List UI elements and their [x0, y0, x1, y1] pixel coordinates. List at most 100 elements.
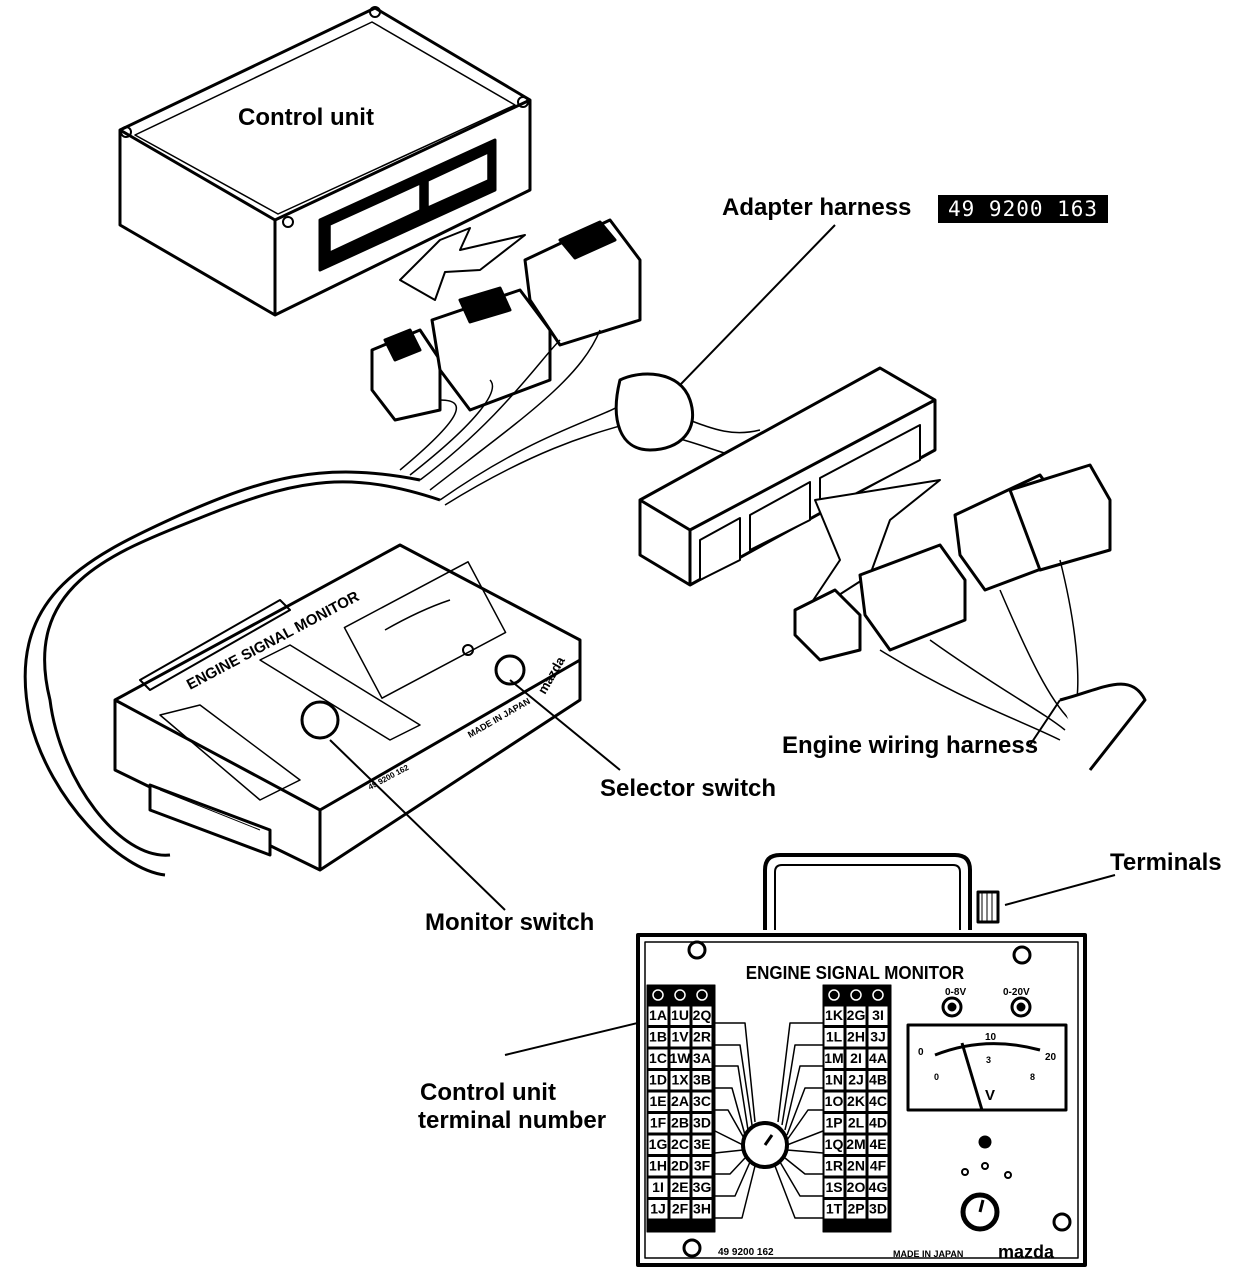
terminal-number: 1L [826, 1029, 843, 1045]
panel-made-in: MADE IN JAPAN [893, 1249, 963, 1259]
range-low-label: 0-8V [945, 987, 966, 998]
terminal-cell [670, 1178, 690, 1197]
terminal-cell [824, 1178, 844, 1197]
terminal-cell [670, 1006, 690, 1025]
terminal-cell [868, 1092, 888, 1111]
terminal-cell [692, 1028, 712, 1047]
meter-scale-20: 20 [1045, 1052, 1057, 1063]
terminal-number: 4A [869, 1050, 887, 1066]
terminal-number: 3G [693, 1179, 712, 1195]
adapter-harness-label: Adapter harness [722, 194, 912, 221]
terminal-cell [868, 1178, 888, 1197]
terminal-number: 1S [825, 1179, 842, 1195]
terminal-cell [846, 1135, 866, 1154]
meter-inner-8: 8 [1030, 1072, 1035, 1082]
panel-brand-logo: mazda [998, 1242, 1055, 1262]
terminal-cell [824, 1049, 844, 1068]
terminal-number: 2Q [693, 1007, 712, 1023]
terminal-cell [692, 1092, 712, 1111]
terminal-number-label-line2: terminal number [418, 1107, 607, 1134]
terminal-cell [824, 1114, 844, 1133]
terminal-number: 2P [847, 1201, 864, 1217]
terminal-cell [648, 1092, 668, 1111]
meter-inner-3: 3 [986, 1055, 991, 1065]
terminal-cell [692, 1157, 712, 1176]
terminal-number: 1U [671, 1007, 689, 1023]
terminal-cell [824, 1092, 844, 1111]
terminal-number-label-line1: Control unit [420, 1079, 556, 1106]
selector-switch-label: Selector switch [600, 775, 777, 802]
terminal-number: 3D [869, 1201, 887, 1217]
terminal-cell [670, 1114, 690, 1133]
terminal-number: 2D [671, 1158, 689, 1174]
terminal-number: 1F [650, 1115, 667, 1131]
terminal-cell [670, 1135, 690, 1154]
terminal-number: 2E [671, 1179, 688, 1195]
terminal-cell [824, 1028, 844, 1047]
terminal-cell [868, 1114, 888, 1133]
terminal-cell [670, 1157, 690, 1176]
terminal-number: 3C [693, 1093, 711, 1109]
terminal-number: 4C [869, 1093, 887, 1109]
terminal-cell [648, 1114, 668, 1133]
terminal-number: 1O [825, 1093, 844, 1109]
terminal-number: 1A [649, 1007, 667, 1023]
insert-arrow [399, 227, 526, 301]
terminal-number: 1N [825, 1072, 843, 1088]
terminal-cell [692, 1006, 712, 1025]
terminal-cell [868, 1049, 888, 1068]
terminal-cell [648, 1049, 668, 1068]
terminals-label: Terminals [1110, 849, 1222, 876]
terminal-cell [846, 1157, 866, 1176]
terminal-cell [846, 1114, 866, 1133]
terminal-number: 3J [870, 1029, 886, 1045]
meter-unit: V [985, 1087, 995, 1104]
terminal-number: 2B [671, 1115, 689, 1131]
terminal-number: 4E [869, 1136, 886, 1152]
meter-scale-0: 0 [918, 1047, 924, 1058]
terminal-cell [648, 1028, 668, 1047]
terminal-number: 1W [670, 1050, 692, 1066]
monitor-switch-label: Monitor switch [425, 909, 595, 936]
harness-sleeve [614, 372, 695, 452]
terminal-number: 1D [649, 1072, 667, 1088]
engine-harness-connectors [793, 463, 1147, 771]
terminal-number: 2N [847, 1158, 865, 1174]
column-header-icon [674, 989, 686, 1001]
terminal-number: 1H [649, 1158, 667, 1174]
terminal-number: 2J [848, 1072, 864, 1088]
column-header-icon [850, 989, 862, 1001]
terminal-cell [648, 1200, 668, 1219]
terminal-number: 3H [693, 1201, 711, 1217]
monitor-cable [43, 480, 441, 857]
iso-monitor-box [113, 543, 582, 872]
terminal-number: 1G [649, 1136, 668, 1152]
control-unit-label: Control unit [238, 104, 374, 131]
terminal-cell [692, 1200, 712, 1219]
terminal-cell [648, 1135, 668, 1154]
terminal-number: 3F [694, 1158, 711, 1174]
leader-lines [329, 224, 1116, 1056]
panel-part-number: 49 9200 162 [718, 1247, 774, 1258]
terminal-number: 1X [671, 1072, 689, 1088]
control-unit-box [118, 6, 532, 317]
terminal-cell [846, 1006, 866, 1025]
front-monitor-title: ENGINE SIGNAL MONITOR [746, 962, 964, 983]
terminal-number: 1B [649, 1029, 667, 1045]
terminal-cell [824, 1006, 844, 1025]
terminal-cell [670, 1200, 690, 1219]
terminal-cell [648, 1157, 668, 1176]
terminal-number: 1P [825, 1115, 842, 1131]
terminal-number: 2H [847, 1029, 865, 1045]
terminal-cell [648, 1071, 668, 1090]
terminal-number: 2M [846, 1136, 865, 1152]
terminal-cell [648, 1006, 668, 1025]
terminal-number: 3D [693, 1115, 711, 1131]
terminal-cell [868, 1200, 888, 1219]
terminal-number: 3A [693, 1050, 711, 1066]
terminal-cell [868, 1071, 888, 1090]
terminal-cell [692, 1178, 712, 1197]
terminal-number: 1T [826, 1201, 843, 1217]
